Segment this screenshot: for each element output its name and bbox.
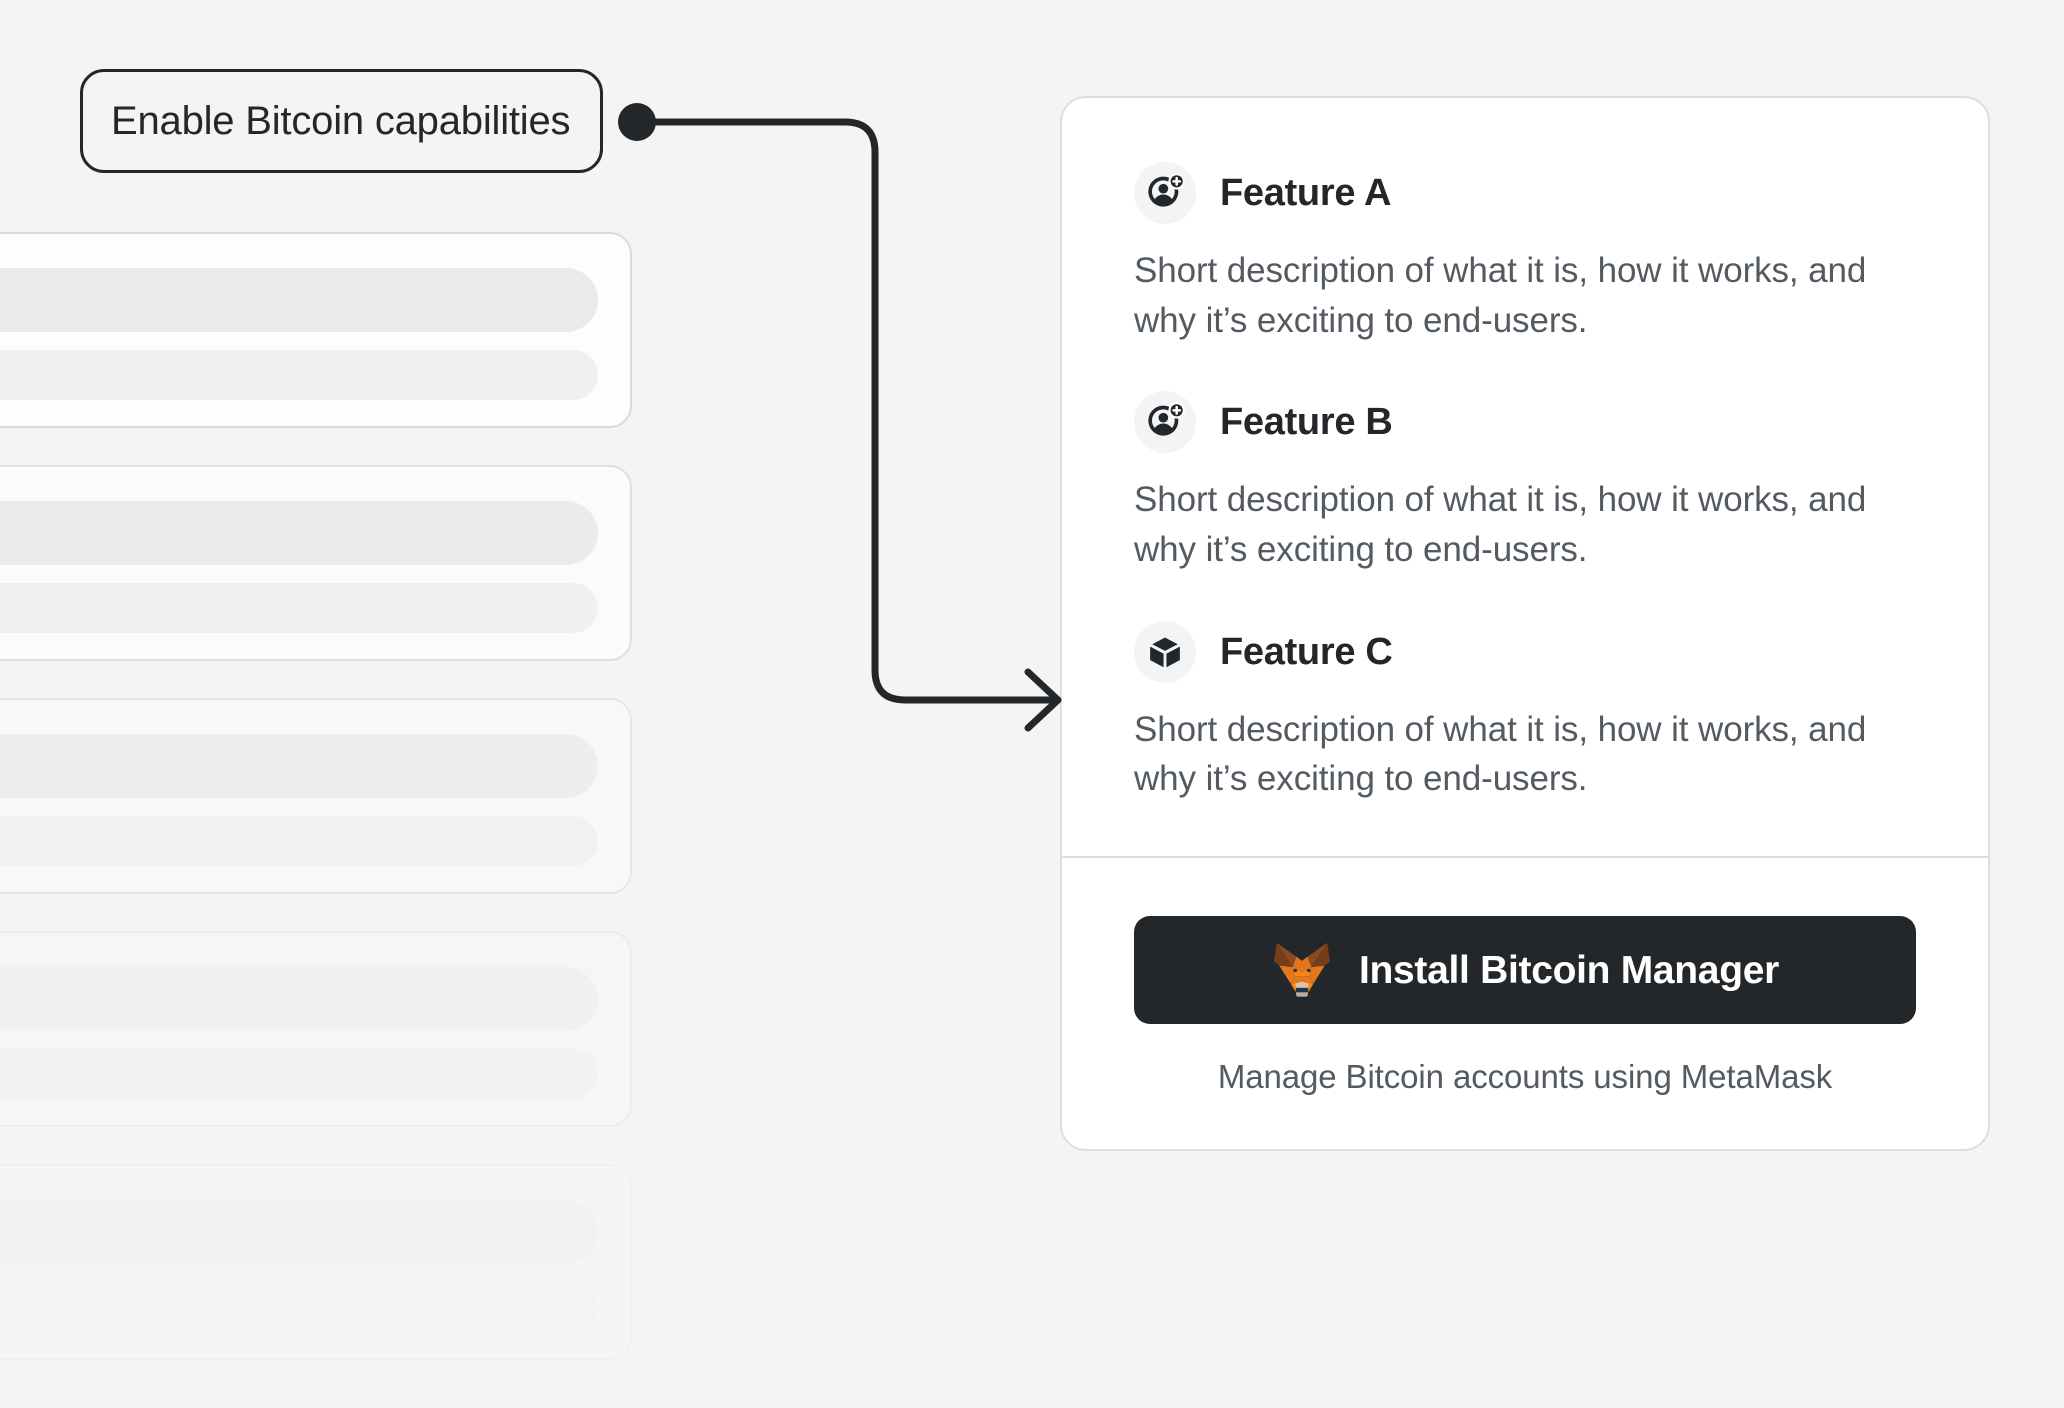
- skeleton-bar-primary: [0, 268, 598, 332]
- skeleton-card: [0, 232, 632, 428]
- skeleton-card: [0, 465, 632, 661]
- skeleton-bar-secondary: [0, 1282, 598, 1332]
- skeleton-card: [0, 1397, 632, 1408]
- skeleton-card: [0, 931, 632, 1127]
- skeleton-bar-primary: [0, 501, 598, 565]
- skeleton-placeholder-list: [0, 232, 640, 1408]
- feature-title: Feature C: [1220, 630, 1393, 673]
- feature-title: Feature A: [1220, 172, 1392, 214]
- skeleton-bar-primary: [0, 967, 598, 1031]
- feature-description: Short description of what it is, how it …: [1134, 251, 1867, 340]
- skeleton-bar-secondary: [0, 1049, 598, 1099]
- annotation-callout: Enable Bitcoin capabilities: [80, 69, 604, 173]
- feature-list: Feature A Short description of what it i…: [1062, 98, 1988, 856]
- feature-title: Feature B: [1220, 401, 1393, 444]
- metamask-fox-icon: [1271, 941, 1333, 999]
- feature-header: Feature A: [1134, 162, 1916, 224]
- skeleton-bar-primary: [0, 1200, 598, 1264]
- install-button-label: Install Bitcoin Manager: [1358, 948, 1779, 992]
- skeleton-bar-secondary: [0, 350, 598, 400]
- connector-anchor-dot-icon: [618, 103, 656, 141]
- card-divider: [1062, 856, 1988, 859]
- skeleton-bar-secondary: [0, 816, 598, 866]
- user-add-icon: [1134, 391, 1196, 454]
- install-bitcoin-manager-button[interactable]: Install Bitcoin Manager: [1134, 916, 1916, 1025]
- feature-header: Feature C: [1134, 620, 1916, 683]
- connector-arrowhead-icon: [1024, 668, 1062, 732]
- skeleton-bar-secondary: [0, 583, 598, 633]
- feature-description: Short description of what it is, how it …: [1134, 480, 1867, 570]
- cube-icon: [1134, 620, 1196, 683]
- feature-card: Feature A Short description of what it i…: [1060, 96, 1990, 1152]
- feature-item-a: Feature A Short description of what it i…: [1134, 162, 1916, 345]
- feature-item-b: Feature B Short description of what it i…: [1134, 391, 1916, 574]
- connector-path: [633, 118, 1059, 704]
- feature-description: Short description of what it is, how it …: [1134, 709, 1867, 799]
- skeleton-bar-primary: [0, 734, 598, 798]
- feature-header: Feature B: [1134, 391, 1916, 454]
- annotation-label-text: Enable Bitcoin capabilities: [111, 99, 571, 143]
- card-footer: Install Bitcoin Manager Manage Bitcoin a…: [1062, 858, 1988, 1149]
- user-add-icon: [1134, 162, 1196, 224]
- skeleton-card: [0, 698, 632, 894]
- skeleton-card: [0, 1164, 632, 1360]
- footer-caption: Manage Bitcoin accounts using MetaMask: [1217, 1058, 1833, 1096]
- feature-item-c: Feature C Short description of what it i…: [1134, 620, 1916, 804]
